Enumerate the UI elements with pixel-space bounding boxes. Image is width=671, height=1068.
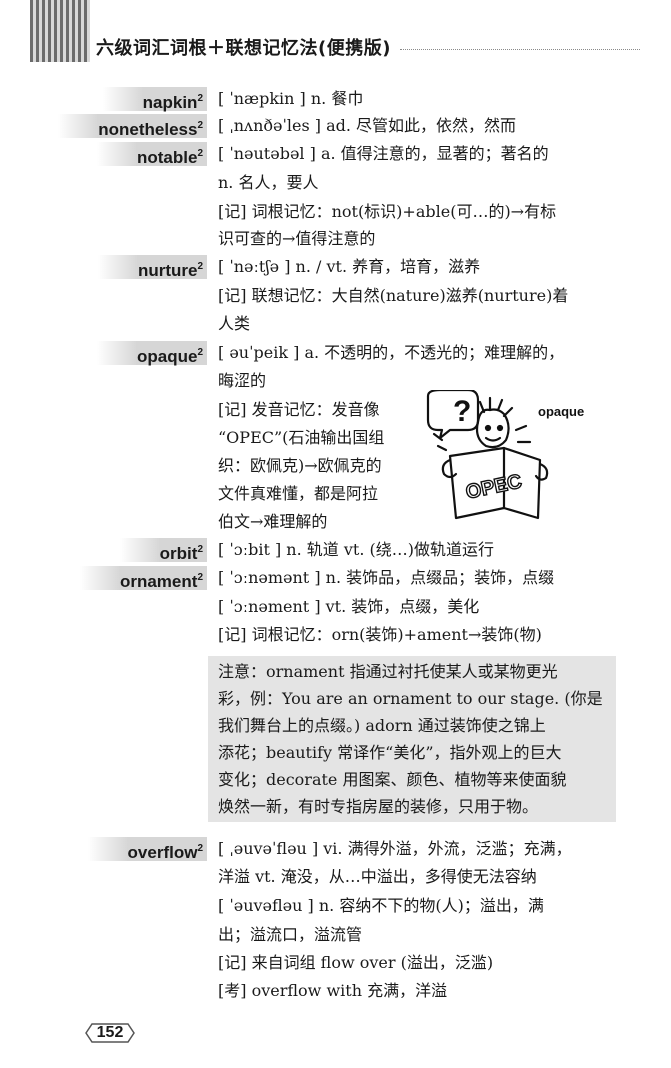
entry-overflow-line: [考] overflow with 充满，洋溢 [218,981,448,1000]
headword-napkin: napkin2 [102,87,207,112]
entry-overflow-line: 出；溢流口，溢流管 [218,925,363,944]
entry-ornament-line: [ ˈɔːnəment ] vt. 装饰，点缀，美化 [218,597,480,616]
newspaper-opec-text: OPEC [464,470,524,503]
entry-notable-line: 识可查的→值得注意的 [218,229,376,248]
entry-nurture-line: [记] 联想记忆：大自然(nature)滋养(nurture)着 [218,286,569,305]
usage-note-line: 彩，例：You are an ornament to our stage. (你… [218,689,603,708]
entry-notable-line: [ ˈnəutəbəl ] a. 值得注意的，显著的；著名的 [218,144,549,163]
entry-opaque-line: 晦涩的 [218,371,267,390]
entry-orbit-line: [ ˈɔːbit ] n. 轨道 vt. (绕…)做轨道运行 [218,540,494,559]
entry-napkin-line: [ ˈnæpkin ] n. 餐巾 [218,89,364,108]
entry-opaque-line: 织：欧佩克)→欧佩克的 [218,456,382,475]
entry-overflow-line: 洋溢 vt. 淹没，从…中溢出，多得使无法容纳 [218,867,537,886]
headword-nonetheless: nonetheless2 [58,114,207,139]
entry-opaque-line: 伯文→难理解的 [218,512,328,531]
usage-note-line: 我们舞台上的点缀。) adorn 通过装饰使之锦上 [218,716,546,735]
entry-overflow-line: [ ˈəuvəfləu ] n. 容纳不下的物(人)；溢出，满 [218,896,544,915]
headword-opaque: opaque2 [96,341,207,366]
page-header-title: 六级词汇词根＋联想记忆法(便携版) [96,38,391,59]
entry-nurture-line: [ ˈnəːtʃə ] n. / vt. 养育，培育，滋养 [218,257,481,276]
usage-note-line: 添花；beautify 常译作“美化”，指外观上的巨大 [218,743,562,762]
entry-notable-line: n. 名人，要人 [218,173,319,192]
headword-nurture: nurture2 [97,255,207,280]
page-number: 152 [84,1021,136,1045]
entry-opaque-line: “OPEC”(石油输出国组 [218,428,385,447]
usage-note-line: 注意：ornament 指通过衬托使某人或某物更光 [218,662,558,681]
question-mark-icon: ? [453,395,471,428]
usage-note-line: 焕然一新，有时专指房屋的装修，只用于物。 [218,797,539,816]
usage-note-box [208,656,616,822]
entry-ornament-line: [记] 词根记忆：orn(装饰)+ament→装饰(物) [218,625,542,644]
entry-notable-line: [记] 词根记忆：not(标识)+able(可…的)→有标 [218,202,557,221]
usage-note-line: 变化；decorate 用图案、颜色、植物等来使面貌 [218,770,567,789]
entry-overflow-line: [ ˌəuvəˈfləu ] vi. 满得外溢，外流，泛滥；充满， [218,839,572,858]
entry-opaque-line: [记] 发音记忆：发音像 [218,400,380,419]
cartoon-opaque-label: opaque [538,404,584,419]
entry-opaque-line: 文件真难懂，都是阿拉 [218,484,379,503]
header-rule [400,49,640,50]
entry-overflow-line: [记] 来自词组 flow over (溢出，泛滥) [218,953,494,972]
headword-orbit: orbit2 [119,538,207,563]
opaque-cartoon-illustration: ? OPEC opaque [426,390,584,520]
headword-ornament: ornament2 [79,566,207,591]
entry-opaque-line: [ əuˈpeik ] a. 不透明的，不透光的；难理解的， [218,343,565,362]
header-stripe-decoration [30,0,90,62]
entry-ornament-line: [ ˈɔːnəmənt ] n. 装饰品，点缀品；装饰，点缀 [218,568,555,587]
entry-nonetheless-line: [ ˌnʌnðəˈles ] ad. 尽管如此，依然，然而 [218,116,517,135]
headword-overflow: overflow2 [87,837,207,862]
page-number-badge-icon [85,1023,135,1043]
headword-notable: notable2 [96,142,207,167]
entry-nurture-line: 人类 [218,314,251,333]
